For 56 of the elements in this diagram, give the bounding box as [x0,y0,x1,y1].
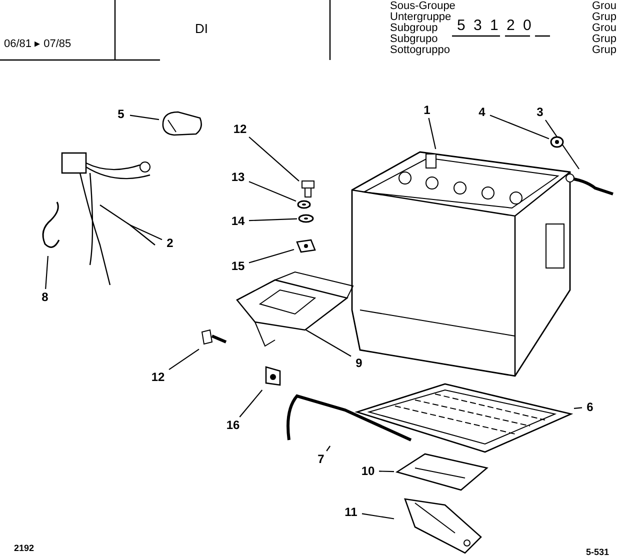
leader-line [248,181,296,202]
callout-number: 14 [228,214,248,228]
leader-line [248,136,300,182]
washer-drawing [297,200,311,209]
leader-line [306,330,352,357]
bracket-drawing [235,270,355,348]
callout-number: 6 [583,400,597,414]
group-heading: Grup [592,44,616,56]
callout-number: 16 [223,418,243,432]
leader-line [378,470,394,472]
leader-line [130,114,160,120]
leader-line [45,256,48,290]
group-heading: Grup [592,33,616,45]
leader-line [326,446,331,452]
leader-line [130,224,162,240]
reference-number: 5-531 [586,546,610,558]
leader-line [248,249,294,264]
group-heading: Grup [592,11,616,23]
washer-drawing [298,214,314,223]
leader-line [490,114,550,140]
callout-number: 15 [228,259,248,273]
subgroup-heading: Untergruppe [390,11,452,23]
callout-number: 2 [163,236,177,250]
leader-line [248,218,298,222]
subgroup-heading: Subgrupo [390,33,438,45]
callout-number: 5 [113,107,129,121]
callout-number: 13 [228,170,248,184]
nut-drawing [550,136,564,148]
subgroup-heading: Subgroup [390,22,438,34]
callout-number: 12 [148,370,168,384]
callout-number: 7 [314,452,328,466]
callout-number: 9 [352,356,366,370]
leader-line [574,407,582,409]
callout-number: 8 [38,290,52,304]
clip-drawing [295,238,317,254]
callout-number: 1 [420,103,434,117]
leader-line [428,118,436,150]
leader-line [168,348,200,370]
group-heading: Grou [592,22,616,34]
callout-number: 4 [475,105,489,119]
drawing-number: 2192 [14,542,34,554]
group-heading: Grou [592,0,616,12]
callout-number: 12 [230,122,250,136]
group-code: 5 3 1 2 0 [457,18,534,34]
date-range: 06/81 ▸ 07/85 [4,38,72,50]
subgroup-heading: Sottogruppo [390,44,450,56]
battery-drawing [350,150,572,378]
leader-line [239,390,263,418]
leader-line [362,513,394,520]
callout-number: 11 [341,505,361,519]
engine-code: DI [195,22,208,36]
bolt-drawing [300,180,316,198]
subgroup-heading: Sous-Groupe [390,0,456,12]
callout-number: 3 [533,105,547,119]
callout-number: 10 [358,464,378,478]
leader-line [545,120,580,170]
